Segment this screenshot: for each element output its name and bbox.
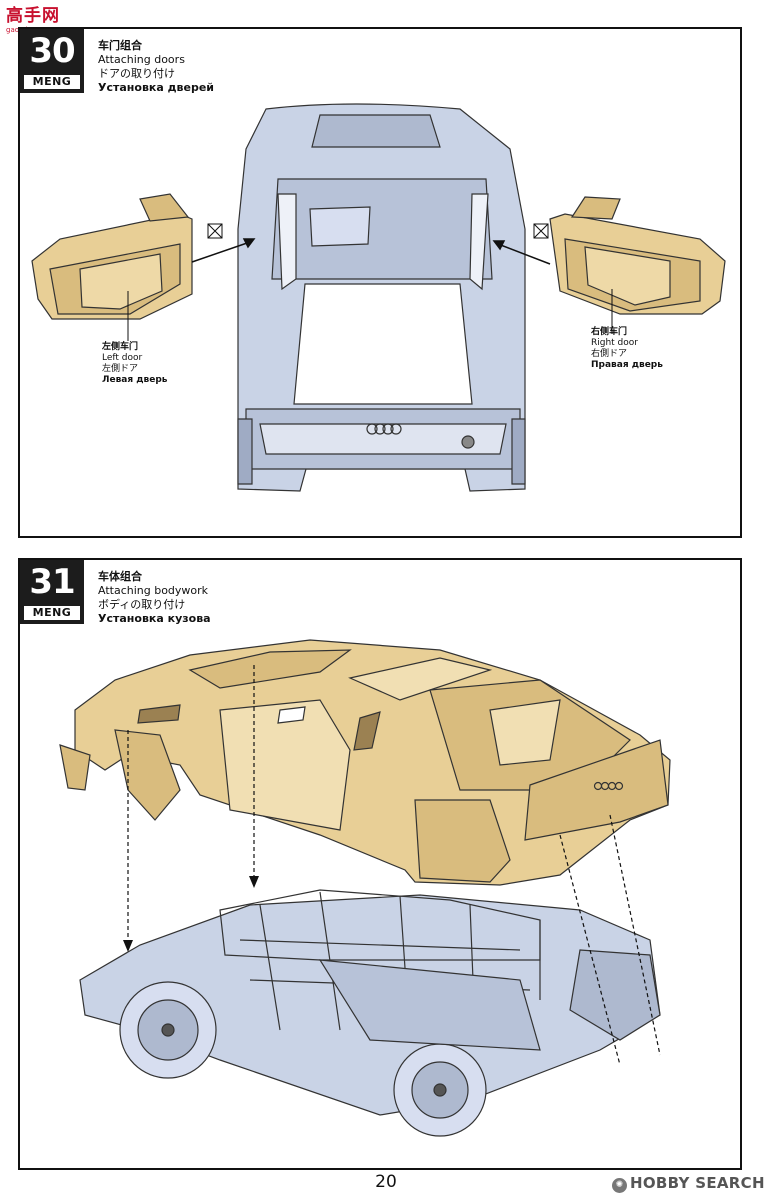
right-door-label-ja: 右側ドア (591, 349, 628, 359)
step-number-badge: 30 MENG (20, 29, 84, 93)
step-title-en: Attaching doors (98, 53, 185, 66)
step-title-ja: ボディの取り付け (98, 598, 186, 611)
left-door-label-zh: 左侧车门 (102, 342, 139, 352)
left-door-label: 左侧车门 Left door 左側ドア Левая дверь (102, 342, 167, 386)
step-number: 30 (29, 31, 75, 71)
right-door-label-ru: Правая дверь (591, 360, 663, 370)
step-31-panel: 31 MENG 车体组合 Attaching bodywork ボディの取り付け… (18, 558, 742, 1170)
alignment-guides (127, 665, 661, 1066)
step-30-panel: 30 MENG 车门组合 Attaching doors ドアの取り付け Уст… (18, 27, 742, 538)
step-number-badge: 31 MENG (20, 560, 84, 624)
meng-logo: MENG (24, 75, 80, 89)
bodywork-assembly-illustration (59, 639, 671, 1137)
step-title-zh: 车门组合 (98, 39, 142, 52)
left-door-part (31, 193, 193, 320)
right-door-label: 右侧车门 Right door 右側ドア Правая дверь (591, 327, 663, 371)
chassis-rollcage (79, 889, 661, 1137)
step-title-ru: Установка дверей (98, 81, 214, 94)
door-assembly-illustration (31, 103, 726, 492)
page-number: 20 (375, 1172, 397, 1192)
step-number: 31 (29, 562, 75, 602)
step-title-ja: ドアの取り付け (98, 67, 175, 80)
hobby-search-logo: ✺HOBBY SEARCH (612, 1174, 765, 1193)
right-door-part (549, 196, 726, 315)
meng-logo: MENG (24, 606, 80, 620)
left-door-label-ru: Левая дверь (102, 375, 168, 385)
no-glue-icon (207, 223, 549, 239)
step-title: 车体组合 Attaching bodywork ボディの取り付け Установ… (98, 570, 211, 626)
step-title: 车门组合 Attaching doors ドアの取り付け Установка д… (98, 39, 214, 95)
assembly-arrows (191, 238, 551, 265)
hobby-search-mark-icon: ✺ (612, 1178, 627, 1193)
hobby-search-text: HOBBY SEARCH (630, 1174, 765, 1192)
right-door-label-zh: 右侧车门 (591, 327, 628, 337)
left-door-label-ja: 左側ドア (102, 364, 139, 374)
right-door-label-en: Right door (591, 338, 638, 348)
bodywork-shell (59, 639, 671, 886)
step-title-en: Attaching bodywork (98, 584, 209, 597)
car-top-view (237, 103, 526, 492)
step-title-zh: 车体组合 (98, 570, 142, 583)
step-title-ru: Установка кузова (98, 612, 211, 625)
alignment-arrows (123, 876, 259, 952)
left-door-label-en: Left door (102, 353, 143, 363)
watermark-site-name: 高手网 (6, 6, 60, 26)
